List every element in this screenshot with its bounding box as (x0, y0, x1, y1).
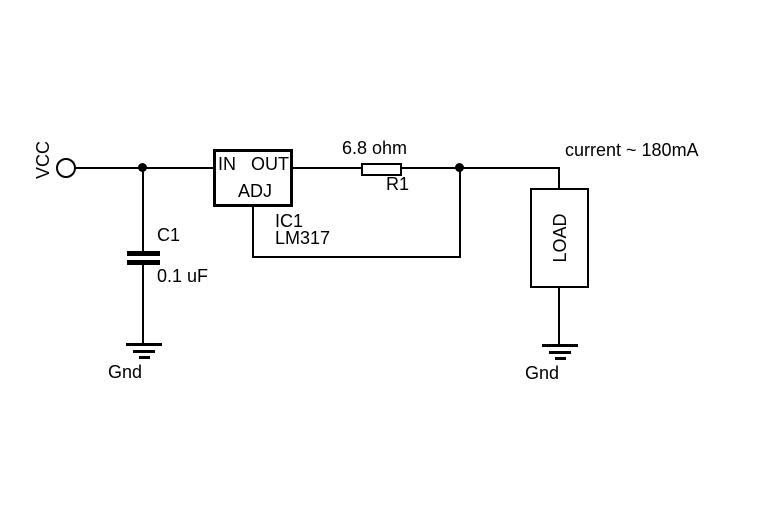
ground-left-bar1-icon (126, 343, 162, 346)
regulator-box (213, 149, 293, 207)
pin-adj-label: ADJ (238, 181, 273, 201)
resistor-box (361, 163, 402, 176)
resistor-ref-label: R1 (386, 174, 410, 194)
wire-c1-to-ground (142, 265, 144, 344)
wire-adj-feedback-horizontal (252, 256, 461, 258)
ground-right-label: Gnd (525, 363, 560, 383)
vcc-label: VCC (33, 140, 53, 180)
regulator-ref-label: IC1 (275, 211, 304, 231)
capacitor-plate-bottom-icon (127, 260, 160, 265)
wire-load-to-ground (558, 288, 560, 344)
ground-right-bar2-icon (549, 351, 571, 354)
load-box (530, 188, 589, 288)
ground-right-bar3-icon (555, 357, 566, 360)
wire-junction-to-c1 (142, 167, 144, 252)
wire-node-to-load (558, 167, 560, 188)
ground-left-bar3-icon (139, 356, 150, 359)
vcc-terminal-icon (56, 158, 76, 178)
capacitor-value-label: 0.1 uF (157, 266, 209, 286)
ground-left-bar2-icon (133, 350, 155, 353)
load-label: LOAD (550, 213, 570, 263)
capacitor-plate-top-icon (127, 251, 160, 256)
resistor-value-label: 6.8 ohm (342, 138, 408, 158)
wire-adj-down (252, 207, 254, 258)
wire-out-to-load (293, 167, 559, 169)
regulator-part-label: LM317 (275, 228, 331, 248)
current-annotation: current ~ 180mA (565, 140, 699, 160)
capacitor-ref-label: C1 (157, 225, 181, 245)
wire-feedback-up-to-node (459, 167, 461, 258)
pin-in-label: IN (218, 154, 236, 174)
ground-left-label: Gnd (108, 362, 143, 382)
ground-right-bar1-icon (542, 344, 578, 347)
pin-out-label: OUT (251, 154, 289, 174)
